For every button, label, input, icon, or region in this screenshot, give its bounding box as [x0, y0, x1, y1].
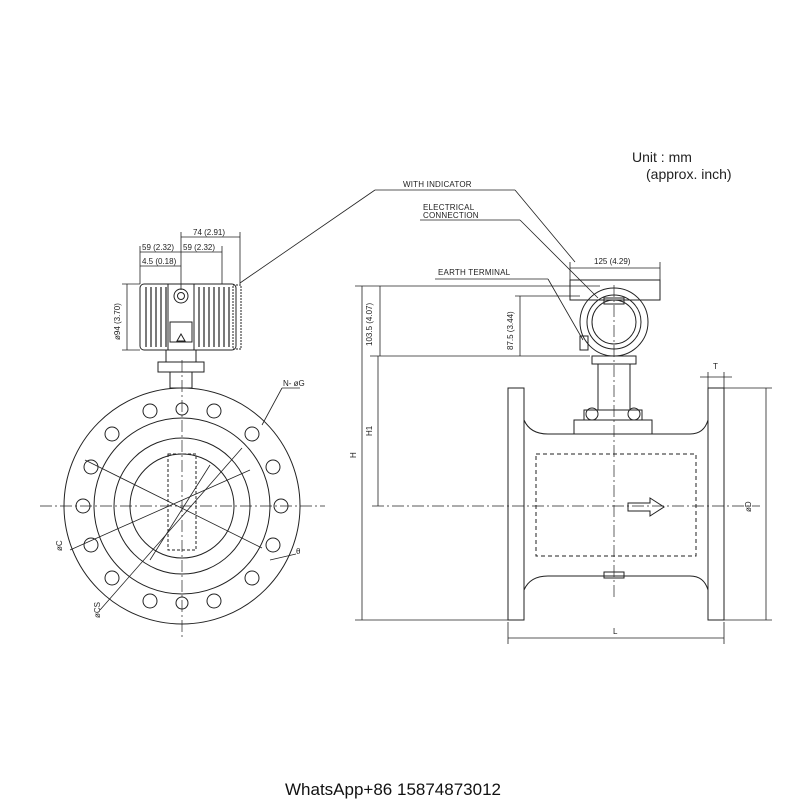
dim-59-right: 59 (2.32): [183, 243, 216, 252]
dim-4-5: 4.5 (0.18): [142, 257, 177, 266]
dim-l: L: [613, 627, 618, 636]
dim-t: T: [713, 362, 718, 371]
dim-87-5: 87.5 (3.44): [506, 311, 515, 350]
electrical-connection-label-2: CONNECTION: [423, 211, 479, 220]
converter-head-end-view: [140, 284, 241, 388]
electrical-connection-label: ELECTRICAL: [423, 203, 475, 212]
dim-cs: øCS: [93, 602, 102, 618]
dim-h: H: [349, 452, 358, 458]
with-indicator-label: WITH INDICATOR: [403, 180, 472, 189]
flange-end-view: [40, 360, 325, 640]
dim-103-5: 103.5 (4.07): [365, 302, 374, 346]
dim-59-left: 59 (2.32): [142, 243, 175, 252]
side-dimension-lines: [355, 262, 772, 644]
earth-terminal-label: EARTH TERMINAL: [438, 268, 511, 277]
dim-theta: θ: [296, 547, 301, 556]
dim-125: 125 (4.29): [594, 257, 631, 266]
dim-n-g: N- øG: [283, 379, 305, 388]
side-view: [372, 280, 760, 620]
head-dimension-lines: [122, 232, 240, 350]
unit-label: Unit : mm: [632, 149, 692, 165]
dim-c: øC: [55, 540, 64, 551]
dim-h1: H1: [365, 425, 374, 436]
dim-d: øD: [744, 501, 753, 512]
callout-leaders: [240, 190, 598, 340]
bolt-holes: [76, 403, 288, 609]
dim-74: 74 (2.91): [193, 228, 226, 237]
dim-94: ø94 (3.70): [113, 303, 122, 340]
whatsapp-contact: WhatsApp+86 15874873012: [285, 780, 501, 799]
unit-label-inch: (approx. inch): [646, 166, 732, 182]
